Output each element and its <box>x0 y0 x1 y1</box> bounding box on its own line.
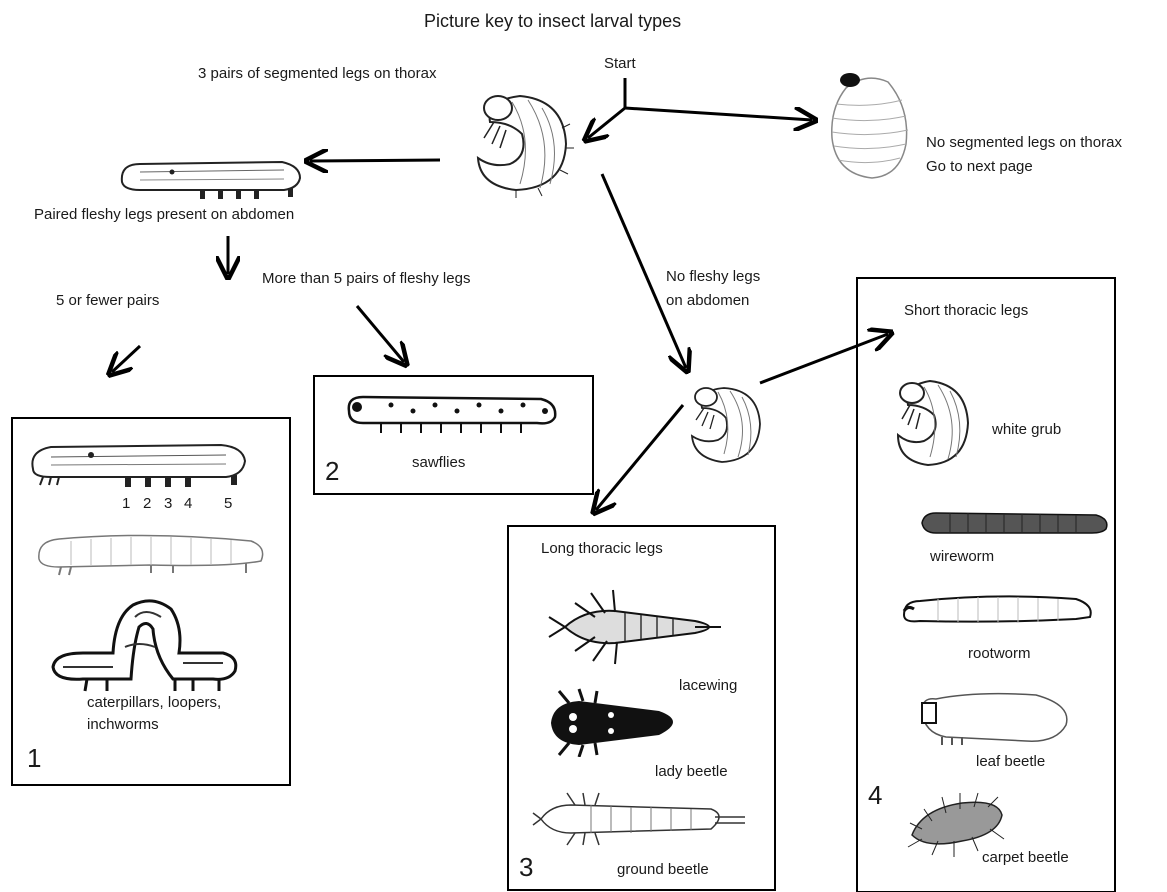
arrow-to-box-2 <box>357 306 404 362</box>
arrow-to-box-4 <box>760 334 888 383</box>
arrow-to-box-3 <box>596 405 683 510</box>
arrow-to-fleshy-legs <box>310 160 440 161</box>
arrow-to-no-segmented-legs <box>625 108 812 120</box>
arrow-to-box-1 <box>112 346 140 372</box>
arrow-to-segmented-legs <box>588 108 625 138</box>
arrow-to-no-fleshy-legs <box>602 174 686 368</box>
